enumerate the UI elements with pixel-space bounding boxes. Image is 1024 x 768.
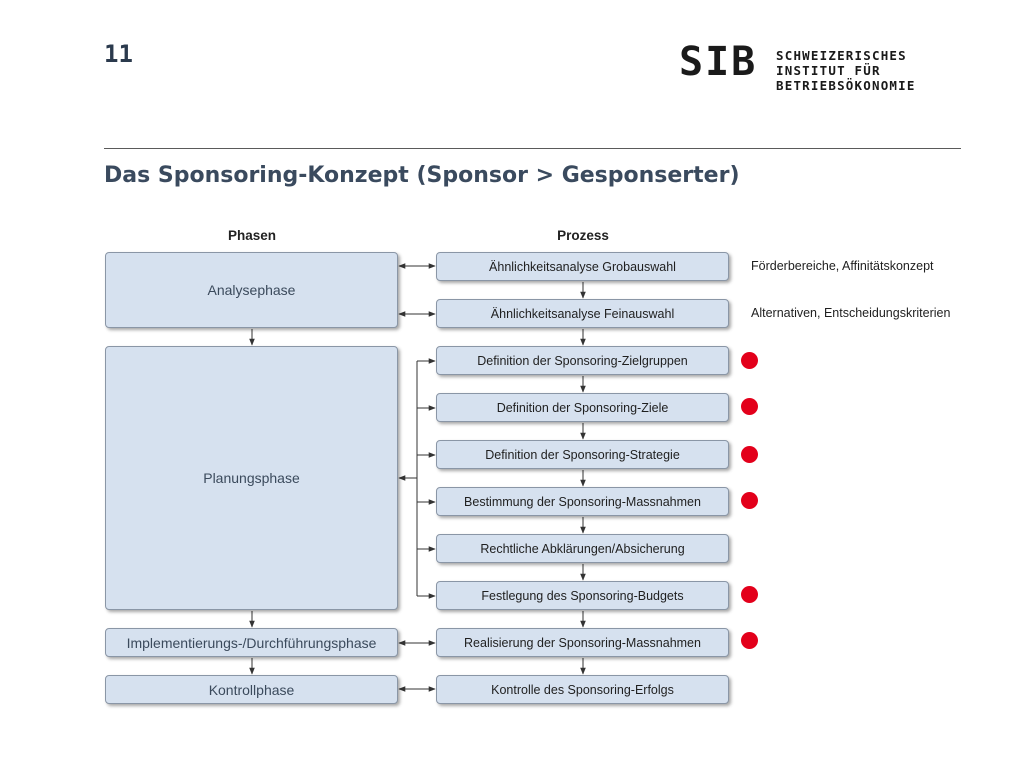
institute-name-line-1: SCHWEIZERISCHES	[776, 48, 907, 63]
step-ziele: Definition der Sponsoring-Ziele	[436, 393, 729, 422]
slide-title: Das Sponsoring-Konzept (Sponsor > Gespon…	[104, 163, 740, 188]
note-grobauswahl: Förderbereiche, Affinitätskonzept	[751, 259, 934, 273]
process-column-header: Prozess	[557, 228, 609, 243]
step-zielgruppen: Definition der Sponsoring-Zielgruppen	[436, 346, 729, 375]
phase-kontrolle: Kontrollphase	[105, 675, 398, 704]
step-massnahmen: Bestimmung der Sponsoring-Massnahmen	[436, 487, 729, 516]
step-realisierung: Realisierung der Sponsoring-Massnahmen	[436, 628, 729, 657]
marker-massnahmen	[741, 492, 758, 509]
sib-logo-mark: SIB	[679, 39, 758, 85]
marker-strategie	[741, 446, 758, 463]
step-grobauswahl: Ähnlichkeitsanalyse Grobauswahl	[436, 252, 729, 281]
phase-implementierung: Implementierungs-/Durchführungsphase	[105, 628, 398, 657]
institute-name: SCHWEIZERISCHES INSTITUT FÜR BETRIEBSÖKO…	[776, 48, 916, 93]
marker-zielgruppen	[741, 352, 758, 369]
step-feinauswahl: Ähnlichkeitsanalyse Feinauswahl	[436, 299, 729, 328]
phase-planung: Planungsphase	[105, 346, 398, 610]
institute-name-line-2: INSTITUT FÜR	[776, 63, 881, 78]
phases-column-header: Phasen	[227, 228, 277, 243]
step-rechtliches: Rechtliche Abklärungen/Absicherung	[436, 534, 729, 563]
step-budget: Festlegung des Sponsoring-Budgets	[436, 581, 729, 610]
marker-realisierung	[741, 632, 758, 649]
step-strategie: Definition der Sponsoring-Strategie	[436, 440, 729, 469]
institute-name-line-3: BETRIEBSÖKONOMIE	[776, 78, 916, 93]
marker-budget	[741, 586, 758, 603]
note-feinauswahl: Alternativen, Entscheidungskriterien	[751, 306, 951, 320]
page-number: 11	[104, 40, 133, 68]
marker-ziele	[741, 398, 758, 415]
step-erfolgskontrolle: Kontrolle des Sponsoring-Erfolgs	[436, 675, 729, 704]
header-divider	[104, 148, 961, 149]
phase-analyse: Analysephase	[105, 252, 398, 328]
